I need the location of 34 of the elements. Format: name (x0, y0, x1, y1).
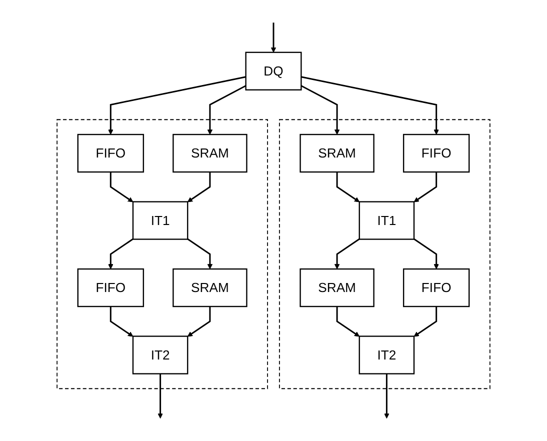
node-box: IT2 (132, 336, 188, 374)
arrow (336, 306, 360, 337)
arrow (187, 172, 211, 202)
arrow (110, 306, 134, 337)
node-box: SRAM (172, 134, 248, 173)
node-box: IT2 (358, 336, 415, 374)
arrow (414, 238, 439, 270)
arrow (110, 172, 134, 202)
node-box: SRAM (300, 134, 374, 173)
arrow (336, 172, 360, 202)
arrow (108, 76, 246, 135)
node-box: FIFO (77, 268, 144, 308)
cluster (56, 119, 268, 390)
node-box: FIFO (402, 134, 470, 173)
arrow (108, 238, 134, 270)
arrow (301, 76, 439, 135)
node-box: IT1 (358, 201, 415, 240)
arrow (207, 85, 246, 135)
node-box: IT1 (132, 201, 188, 240)
node-box: FIFO (402, 268, 470, 308)
arrow (158, 374, 163, 419)
arrow (300, 85, 340, 135)
arrow (270, 22, 276, 53)
node-box: SRAM (300, 268, 374, 308)
node-box: FIFO (77, 134, 144, 173)
arrow (187, 238, 213, 270)
node-box: DQ (245, 52, 302, 90)
arrow (187, 306, 211, 337)
arrow (384, 374, 390, 419)
cluster (279, 119, 490, 390)
arrow (414, 172, 438, 202)
node-box: SRAM (172, 268, 248, 308)
arrow (414, 306, 438, 337)
arrow (334, 238, 360, 270)
